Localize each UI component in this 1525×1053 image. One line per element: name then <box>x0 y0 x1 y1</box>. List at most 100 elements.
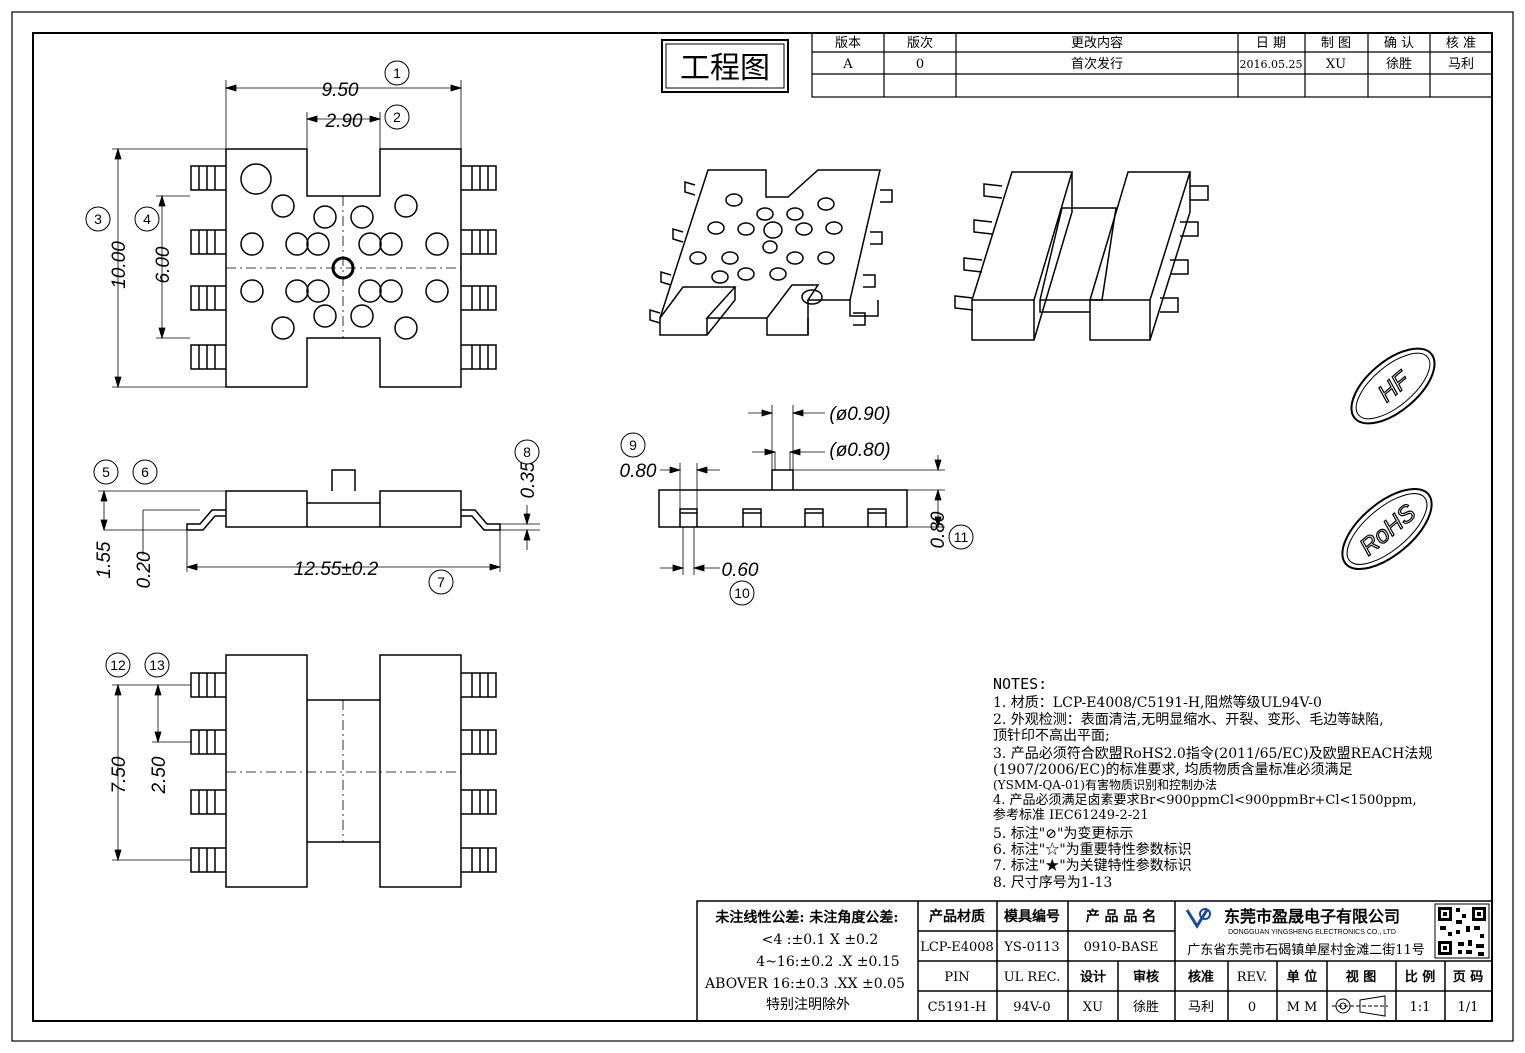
dim-11: 0.80 <box>928 511 949 548</box>
note-line: (YSMM-QA-01)有害物质识别和控制办法 <box>993 777 1217 792</box>
note-line: 3. 产品必须符合欧盟RoHS2.0指令(2011/65/EC)及欧盟REACH… <box>993 746 1432 762</box>
tolerance-line: ABOVER 16:±0.3 .XX ±0.05 <box>704 976 905 992</box>
company-address: 广东省东莞市石碣镇单屋村金滩二街11号 <box>1187 942 1425 958</box>
note-line: 6. 标注"☆"为重要特性参数标识 <box>993 841 1192 858</box>
outer-border <box>11 11 1514 1042</box>
top-view <box>190 148 497 388</box>
balloon: 6 <box>141 464 149 480</box>
tolerance-block: 未注线性公差: 未注角度公差: <4 :±0.1 X ±0.2 4~16:±0.… <box>704 909 905 1013</box>
bottom-view <box>190 654 497 888</box>
scale-value: 1:1 <box>1410 1000 1431 1015</box>
rev-label: REV. <box>1237 970 1268 985</box>
note-line: 8. 尺寸序号为1-13 <box>993 875 1112 891</box>
balloon: 2 <box>393 109 401 125</box>
design-value: XU <box>1083 1000 1103 1015</box>
rev-cell: 2016.05.25 <box>1240 58 1303 71</box>
dim-1: 9.50 <box>322 80 359 101</box>
ul-value: 94V-0 <box>1013 1000 1050 1015</box>
rohs-mark: RoHS <box>1341 487 1433 571</box>
material-value: LCP-E4008 <box>920 940 994 955</box>
dim-3: 10.00 <box>109 241 130 289</box>
product-value: 0910-BASE <box>1084 940 1159 955</box>
company-name-en: DONGGUAN YINGSHENG ELECTRONICS CO., LTD <box>1228 929 1396 936</box>
balloon: 1 <box>393 65 401 81</box>
unit-label: 单 位 <box>1287 969 1318 985</box>
rev-cell: 首次发行 <box>1071 56 1123 72</box>
rohs-label: RoHS <box>1355 499 1421 561</box>
review-label: 审核 <box>1133 969 1159 985</box>
dim-5: 1.55 <box>94 541 115 578</box>
dim-2: 2.90 <box>325 111 363 132</box>
title-stamp-box <box>661 39 789 93</box>
mold-label: 模具编号 <box>1004 908 1060 925</box>
revision-table <box>811 32 1493 98</box>
note-line: 7. 标注"★"为关键特性参数标识 <box>993 857 1192 874</box>
unit-value: M M <box>1287 1000 1318 1015</box>
page-value: 1/1 <box>1458 1000 1479 1015</box>
tolerance-header: 未注线性公差: 未注角度公差: <box>715 909 898 926</box>
company-logo-icon <box>1185 908 1211 929</box>
balloon: 12 <box>110 657 126 673</box>
view-label: 视 图 <box>1346 969 1377 985</box>
note-line: 1. 材质：LCP-E4008/C5191-H,阻燃等级UL94V-0 <box>993 694 1322 711</box>
notes: NOTES: 1. 材质：LCP-E4008/C5191-H,阻燃等级UL94V… <box>993 675 1432 891</box>
balloon: 8 <box>523 444 531 460</box>
rev-cell: XU <box>1326 57 1346 72</box>
hf-label: HF <box>1373 366 1416 408</box>
dim-6: 0.20 <box>134 551 155 588</box>
qr-code-icon <box>1434 903 1490 959</box>
dim-dia-080: (ø0.80) <box>829 440 890 461</box>
balloon: 7 <box>437 574 445 590</box>
bottom-view-dimensions <box>112 683 191 862</box>
tolerance-line: 特别注明除外 <box>766 997 850 1013</box>
dim-4: 6.00 <box>153 246 174 283</box>
rev-header-approve: 核 准 <box>1446 36 1476 51</box>
note-line: 顶针印不高出平面; <box>993 727 1110 744</box>
mold-value: YS-0113 <box>1003 940 1059 955</box>
rev-header-date: 日 期 <box>1256 36 1286 51</box>
material-label: 产品材质 <box>929 908 985 925</box>
dim-8: 0.35 <box>518 461 539 498</box>
review-value: 徐胜 <box>1133 1000 1159 1015</box>
balloon: 9 <box>629 437 637 453</box>
balloon: 4 <box>143 211 151 227</box>
front-view-dimensions <box>660 405 945 575</box>
rev-header-version: 版本 <box>835 36 861 51</box>
dim-13: 2.50 <box>149 756 170 794</box>
projection-symbol-icon <box>1332 995 1388 1017</box>
balloon: 13 <box>149 657 165 673</box>
note-line: 2. 外观检测：表面清洁,无明显缩水、开裂、变形、毛边等缺陷, <box>993 711 1384 728</box>
notes-heading: NOTES: <box>993 675 1047 693</box>
dim-9: 0.80 <box>620 461 657 482</box>
note-line: 4. 产品必须满足卤素要求Br<900ppmCl<900ppmBr+Cl<150… <box>993 792 1417 808</box>
balloon: 3 <box>94 211 102 227</box>
top-view-dimensions <box>112 80 463 389</box>
dim-12: 7.50 <box>109 756 130 793</box>
pin-label: PIN <box>944 970 969 985</box>
title-block <box>696 900 1493 1022</box>
isometric-view-top <box>649 169 893 336</box>
pin-value: C5191-H <box>928 1000 987 1015</box>
scale-label: 比 例 <box>1405 969 1436 985</box>
note-line: 5. 标注"⊘"为变更标示 <box>993 826 1133 842</box>
rev-cell: A <box>842 57 853 72</box>
rev-value: 0 <box>1248 1000 1256 1015</box>
dimension-balloons <box>85 60 974 678</box>
ul-label: UL REC. <box>1004 970 1061 985</box>
rev-header-drawn: 制 图 <box>1321 36 1351 51</box>
approve-label: 核准 <box>1188 969 1214 985</box>
title-block-cells: 产品材质 模具编号 产 品 品 名 LCP-E4008 YS-0113 0910… <box>920 908 1483 1015</box>
page-label: 页 码 <box>1453 970 1484 985</box>
approve-value: 马利 <box>1188 1000 1214 1015</box>
tolerance-line: <4 :±0.1 X ±0.2 <box>762 932 879 948</box>
side-view-dimensions <box>98 489 540 572</box>
dim-10: 0.60 <box>722 560 759 581</box>
isometric-view-bottom <box>954 171 1209 341</box>
company-name: 东莞市盈晟电子有限公司 <box>1224 907 1400 926</box>
dim-7: 12.55±0.2 <box>294 559 379 580</box>
title-stamp: 工程图 <box>680 51 770 86</box>
dim-dia-090: (ø0.90) <box>829 404 890 425</box>
note-line: (1907/2006/EC)的标准要求, 均质物质含量标准必须满足 <box>993 762 1352 778</box>
rev-cell: 马利 <box>1448 57 1474 72</box>
